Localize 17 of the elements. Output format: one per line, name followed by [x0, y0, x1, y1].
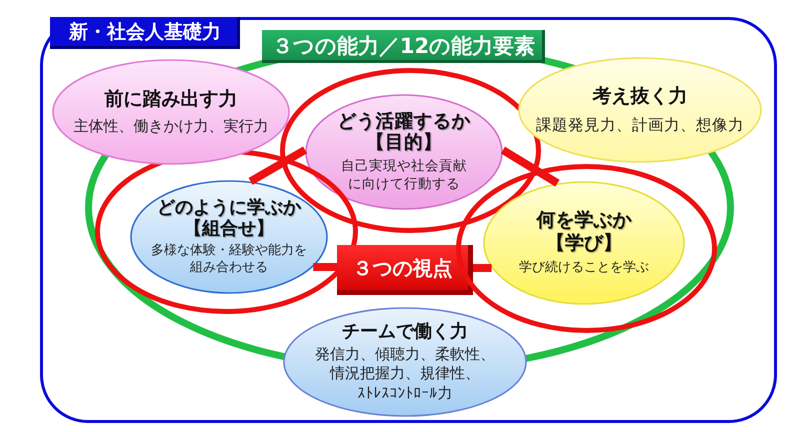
bubble-text: 多様な体験・経験や能力を組み合わせる — [150, 243, 308, 278]
center-banner: ３つの視点 — [337, 245, 473, 295]
section-label: ３つの能力／12の能力要素 — [262, 30, 545, 63]
bubble-heading: どのように学ぶか【組合せ】 — [156, 196, 302, 240]
bubble-heading: チームで働く力 — [342, 320, 468, 342]
bubble-heading: どう活躍するか【目的】 — [337, 110, 471, 154]
bubble-text: 発信力、傾聴力、柔軟性、情況把握力、規律性、ｽﾄﾚｽｺﾝﾄﾛｰﾙ力 — [314, 344, 496, 404]
bubble-heading: 考え抜く力 — [592, 85, 688, 108]
bubble-text: 課題発見力、計画力、想像力 — [536, 114, 744, 135]
bubble-heading: 前に踏み出す力 — [104, 88, 238, 110]
bubble-text: 学び続けることを学ぶ — [519, 260, 649, 277]
connector-line — [473, 264, 492, 272]
title-tab: 新・社会人基礎力 — [50, 17, 240, 49]
bubble-text: 主体性、働きかけ力、実行力 — [74, 116, 268, 136]
bubble-text: 自己実現や社会貢献に向けて行動する — [340, 158, 468, 194]
bubble-heading: 何を学ぶか【学び】 — [535, 209, 633, 254]
connector-line — [313, 263, 337, 271]
